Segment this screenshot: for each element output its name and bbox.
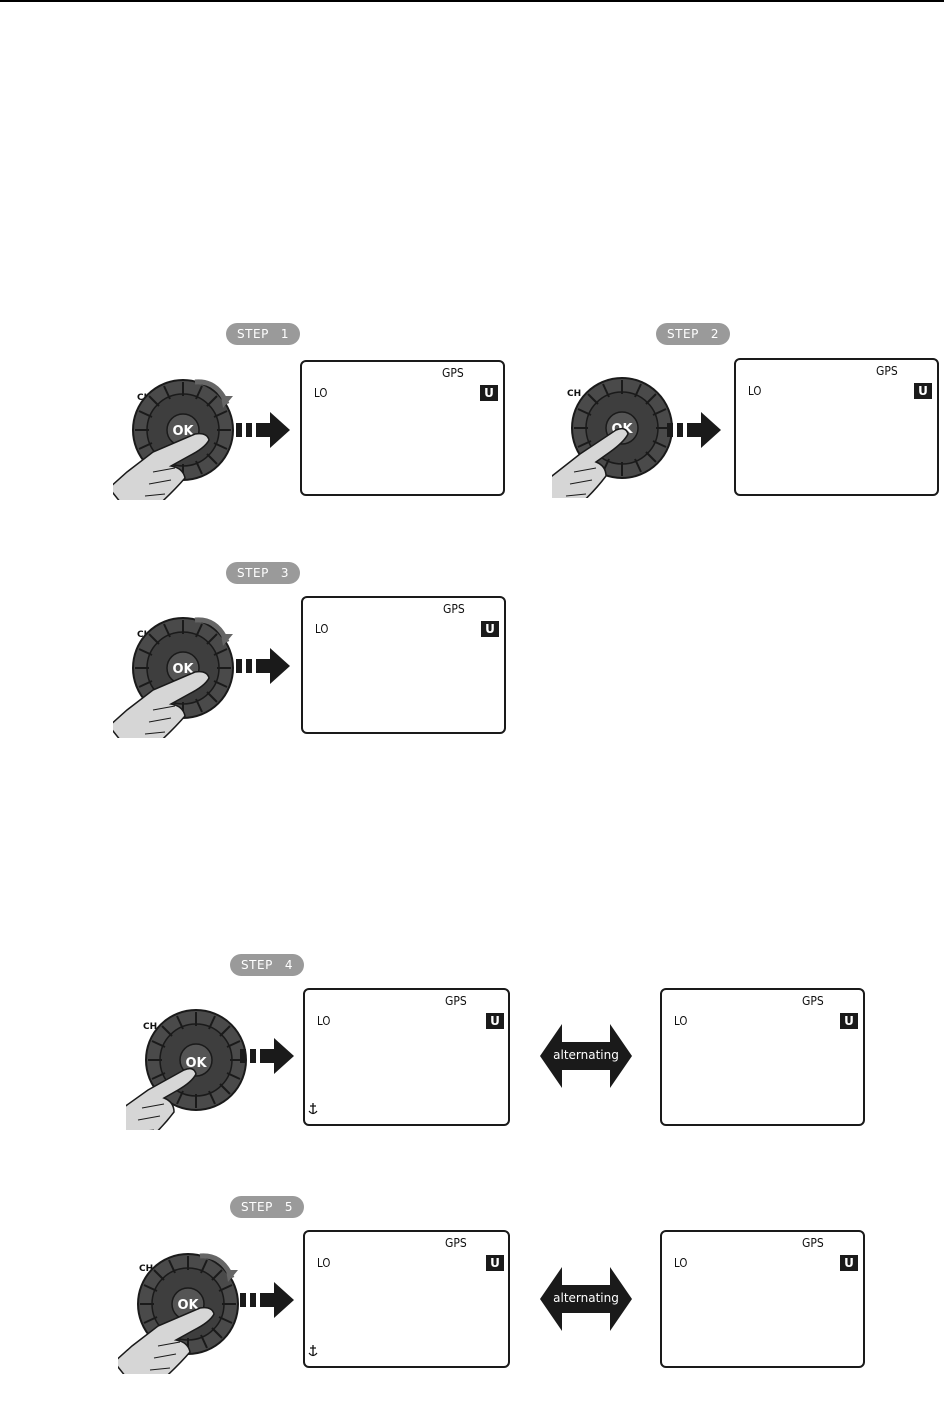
channel-knob-rotate: OK [113,598,253,738]
u-indicator: U [840,1013,858,1029]
channel-knob-rotate: OK [113,360,253,500]
lcd-screen: GPS LO U [303,1230,510,1368]
lcd-screen: GPS LO U [303,988,510,1126]
alternating-label: alternating [540,1291,632,1305]
gps-indicator: GPS [445,1236,467,1250]
right-arrow-icon [236,648,294,684]
right-arrow-icon [240,1282,298,1318]
lo-indicator: LO [315,622,328,636]
right-arrow-icon [240,1038,298,1074]
anchor-icon [308,1102,318,1116]
u-indicator: U [840,1255,858,1271]
top-rule [0,0,944,2]
u-indicator: U [486,1013,504,1029]
u-indicator: U [480,385,498,401]
lcd-screen: GPS LO U [300,360,505,496]
gps-indicator: GPS [443,602,465,616]
lo-indicator: LO [317,1014,330,1028]
lcd-screen: GPS LO U [301,596,506,734]
lcd-screen: GPS LO U [660,988,865,1126]
alternating-label: alternating [540,1048,632,1062]
gps-indicator: GPS [876,364,898,378]
u-indicator: U [486,1255,504,1271]
lo-indicator: LO [317,1256,330,1270]
u-indicator: U [481,621,499,637]
right-arrow-icon [236,412,294,448]
lo-indicator: LO [674,1256,687,1270]
gps-indicator: GPS [445,994,467,1008]
gps-indicator: GPS [802,1236,824,1250]
u-indicator: U [914,383,932,399]
right-arrow-icon [667,412,725,448]
lcd-screen: GPS LO U [660,1230,865,1368]
lo-indicator: LO [674,1014,687,1028]
lcd-screen: GPS LO U [734,358,939,496]
channel-knob-rotate: OK [118,1234,258,1374]
gps-indicator: GPS [442,366,464,380]
gps-indicator: GPS [802,994,824,1008]
anchor-icon [308,1344,318,1358]
lo-indicator: LO [314,386,327,400]
lo-indicator: LO [748,384,761,398]
